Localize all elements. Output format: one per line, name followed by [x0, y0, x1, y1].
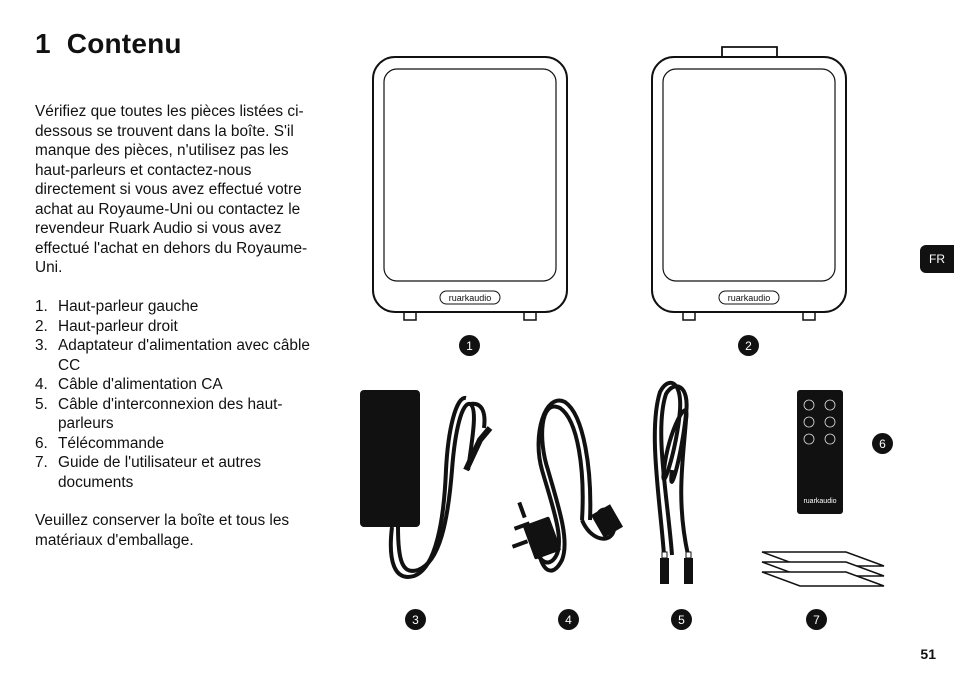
label-badge-1: 1 [459, 335, 480, 356]
remote-logo: ruarkaudio [803, 498, 837, 505]
interconnect-cable-illustration [652, 380, 693, 584]
power-adapter-illustration [360, 390, 493, 579]
label-badge-5: 5 [671, 609, 692, 630]
left-speaker-illustration [372, 56, 568, 321]
list-item: 1.Haut-parleur gauche [35, 298, 199, 315]
closing-paragraph: Veuillez conserver la boîte et tous les … [35, 512, 290, 549]
ac-cable-illustration [511, 398, 624, 573]
label-badge-4: 4 [558, 609, 579, 630]
left-speaker-logo: ruarkaudio [448, 293, 492, 303]
page-number: 51 [920, 646, 936, 662]
intro-paragraph: Vérifiez que toutes les pièces listées c… [35, 103, 308, 276]
list-item: 4.Câble d'alimentation CA [35, 376, 223, 393]
section-number: 1 [35, 28, 51, 59]
section-title: Contenu [66, 28, 182, 59]
right-speaker-illustration [651, 46, 847, 321]
page-title: 1 Contenu [35, 28, 182, 60]
list-item: 5.Câble d'interconnexion des haut-parleu… [35, 395, 283, 433]
list-item: 3.Adaptateur d'alimentation avec câble C… [35, 337, 310, 374]
documents-illustration [761, 551, 885, 587]
label-badge-6: 6 [872, 433, 893, 454]
label-badge-2: 2 [738, 335, 759, 356]
list-item: 7.Guide de l'utilisateur et autres docum… [35, 454, 262, 491]
language-tab: FR [920, 245, 954, 273]
label-badge-7: 7 [806, 609, 827, 630]
right-speaker-logo: ruarkaudio [727, 293, 771, 303]
remote-illustration [797, 390, 843, 514]
label-badge-3: 3 [405, 609, 426, 630]
list-item: 2.Haut-parleur droit [35, 317, 178, 335]
contents-list: 1.Haut-parleur gauche 2.Haut-parleur dro… [35, 297, 310, 492]
list-item: 6.Télécommande [35, 434, 165, 452]
